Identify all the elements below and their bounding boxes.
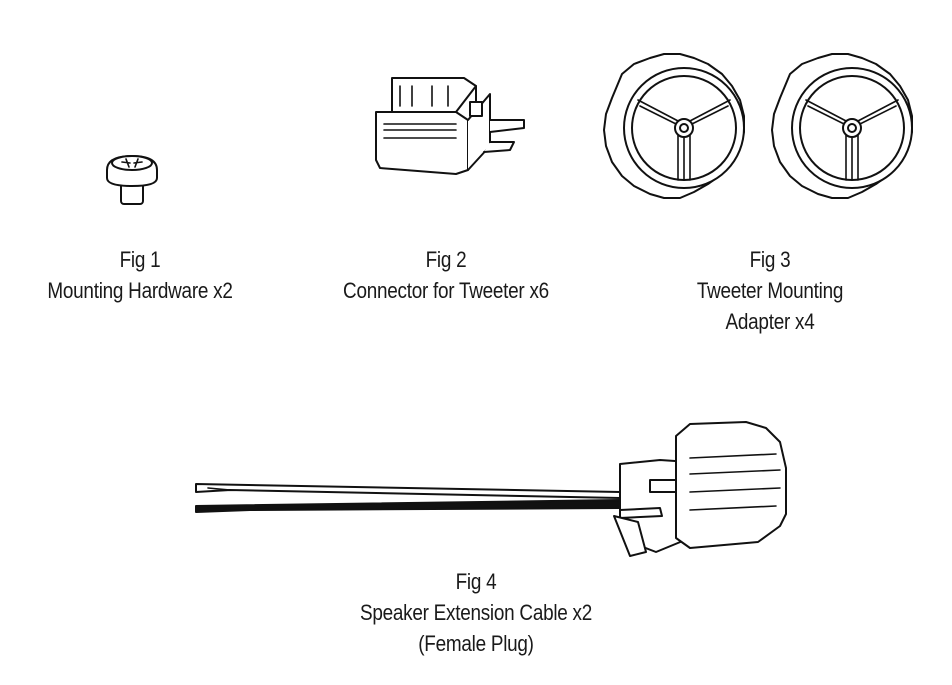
fig3-label: Fig 3 <box>749 247 791 272</box>
fig4-label: Fig 4 <box>455 569 497 594</box>
fig4-description-line1: Speaker Extension Cable x2 <box>359 600 593 625</box>
fig3-caption: Fig 3 Tweeter Mounting Adapter x4 <box>675 244 864 337</box>
fig3-description-line1: Tweeter Mounting <box>696 278 844 303</box>
fig1-caption: Fig 1 Mounting Hardware x2 <box>45 244 234 306</box>
screw-icon <box>106 155 158 205</box>
fig4-description-line2: (Female Plug) <box>418 631 534 656</box>
tweeter-adapter-icon <box>603 53 913 199</box>
fig2-caption: Fig 2 Connector for Tweeter x6 <box>334 244 558 306</box>
fig4-caption: Fig 4 Speaker Extension Cable x2 (Female… <box>347 566 605 659</box>
extension-cable-icon <box>195 421 787 557</box>
fig3-description-line2: Adapter x4 <box>725 309 815 334</box>
tweeter-connector-icon <box>375 77 525 175</box>
fig2-label: Fig 2 <box>425 247 467 272</box>
fig2-description: Connector for Tweeter x6 <box>343 278 549 303</box>
fig1-description: Mounting Hardware x2 <box>47 278 233 303</box>
fig1-label: Fig 1 <box>119 247 161 272</box>
